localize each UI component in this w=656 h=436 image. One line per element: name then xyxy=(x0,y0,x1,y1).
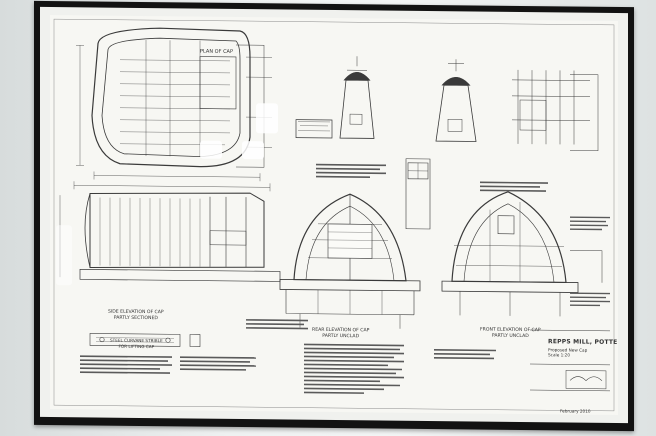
steel-strible xyxy=(89,333,201,347)
glass-reflection xyxy=(200,140,222,159)
glass-reflection xyxy=(56,225,72,286)
title-block xyxy=(530,329,610,392)
rear-elevation-label: REAR ELEVATION OF CAP PARTLY UNCLAD xyxy=(312,328,369,341)
side-label-line2: PARTLY SECTIONED xyxy=(113,315,158,322)
side-elevation xyxy=(59,181,281,282)
door-detail xyxy=(405,158,431,230)
drawing-linework xyxy=(53,18,615,412)
front-label-line2: PARTLY UNCLAD xyxy=(491,333,529,340)
side-elevation-label: SIDE ELEVATION OF CAP PARTLY SECTIONED xyxy=(108,310,164,323)
steel-label-line2: FOR LIFTING CAP xyxy=(118,343,155,349)
technical-drawing: PLAN OF CAP SIDE ELEVATION OF CAP PARTLY… xyxy=(50,15,618,415)
front-elevation-label: FRONT ELEVATION OF CAP PARTLY UNCLAD xyxy=(480,328,541,341)
picture-frame: PLAN OF CAP SIDE ELEVATION OF CAP PARTLY… xyxy=(34,0,634,432)
plan-label: PLAN OF CAP xyxy=(200,48,233,55)
mill-side-view xyxy=(295,56,375,139)
subtitle-line2: Scale 1:20 xyxy=(548,352,571,358)
mill-front-view xyxy=(435,59,477,142)
drawing-subtitle: Proposed New Cap Scale 1:20 xyxy=(548,347,587,357)
fantail-detail xyxy=(512,69,599,152)
drawing-date: February 2010 xyxy=(560,408,591,414)
rear-label-line2: PARTLY UNCLAD xyxy=(322,333,360,340)
steel-strible-label: STEEL CURVANE STRIBLE FOR LIFTING CAP xyxy=(110,338,163,350)
drawing-title: REPPS MILL, POTTER HEIGHAM. xyxy=(548,338,618,347)
glass-reflection xyxy=(256,103,278,134)
frame-mat: PLAN OF CAP SIDE ELEVATION OF CAP PARTLY… xyxy=(40,6,628,424)
glass-reflection xyxy=(242,141,264,160)
rear-elevation xyxy=(279,193,421,329)
front-elevation xyxy=(441,191,603,317)
